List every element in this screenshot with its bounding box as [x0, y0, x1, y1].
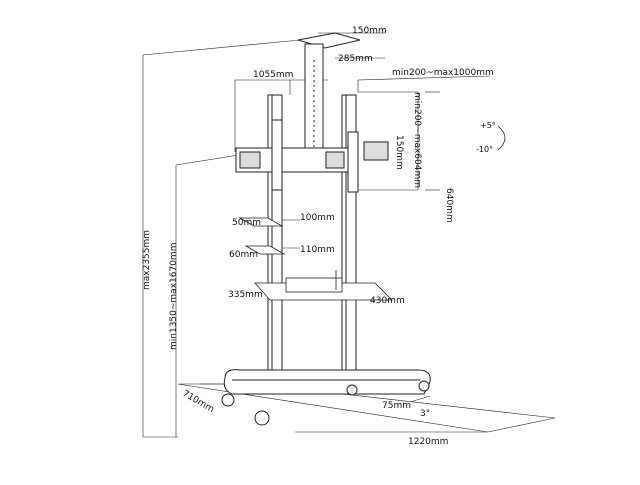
plate-width-label: 150mm [352, 26, 387, 36]
bracket-height-label: 640mm [444, 188, 454, 223]
plate-depth-label: 285mm [338, 54, 373, 64]
bracket-width-label: 1055mm [253, 70, 293, 80]
caster-front-left [254, 410, 270, 426]
dimension-lines [142, 32, 556, 438]
base [221, 369, 431, 426]
tilt-arc [497, 125, 506, 151]
caster-dim-line [409, 395, 431, 403]
column-offset-label: 150mm [394, 135, 404, 170]
bracket-right-upright [347, 131, 359, 193]
bracket-left-upright [271, 119, 283, 191]
shelf-bracket [285, 277, 343, 293]
trays [238, 217, 393, 301]
mount-height-label: min1350~max1670mm [169, 243, 179, 350]
bracket-slot-right [325, 151, 345, 169]
tray2-depth-label: 60mm [229, 250, 258, 260]
tray1 [238, 217, 284, 227]
tray2 [244, 245, 286, 255]
tilt-down-label: -10° [476, 145, 493, 154]
caster-angle-label: 3° [420, 409, 430, 419]
tray1-depth-label: 50mm [232, 218, 261, 228]
bracket-slot-left [239, 151, 261, 169]
total-height-label: max2355mm [142, 230, 152, 290]
tilt-up-label: +5° [480, 121, 496, 130]
base-width-label: 1220mm [408, 437, 448, 447]
shelf-depth-label: 335mm [228, 290, 263, 300]
tray1-width-label: 100mm [300, 213, 335, 223]
vesa-vertical-label: min200~max604mm [412, 92, 422, 188]
bracket-spread-label: min200~max1000mm [392, 68, 494, 78]
shelf-width-label: 430mm [370, 296, 405, 306]
caster-size-label: 75mm [382, 401, 411, 411]
base-frame [223, 369, 431, 395]
bracket-spread-line [357, 75, 491, 81]
tilt-indicator: +5° -10° [476, 121, 506, 154]
caster-back-right [346, 384, 358, 396]
caster-back-left [221, 393, 235, 407]
top-assembly [297, 32, 361, 165]
bracket-arm-right [363, 141, 389, 161]
caster-front-right [418, 380, 430, 392]
vesa-bracket [235, 119, 389, 193]
total-height-top-extension [142, 39, 301, 56]
tray2-width-label: 110mm [300, 245, 335, 255]
base-depth-label: 710mm [181, 389, 216, 415]
